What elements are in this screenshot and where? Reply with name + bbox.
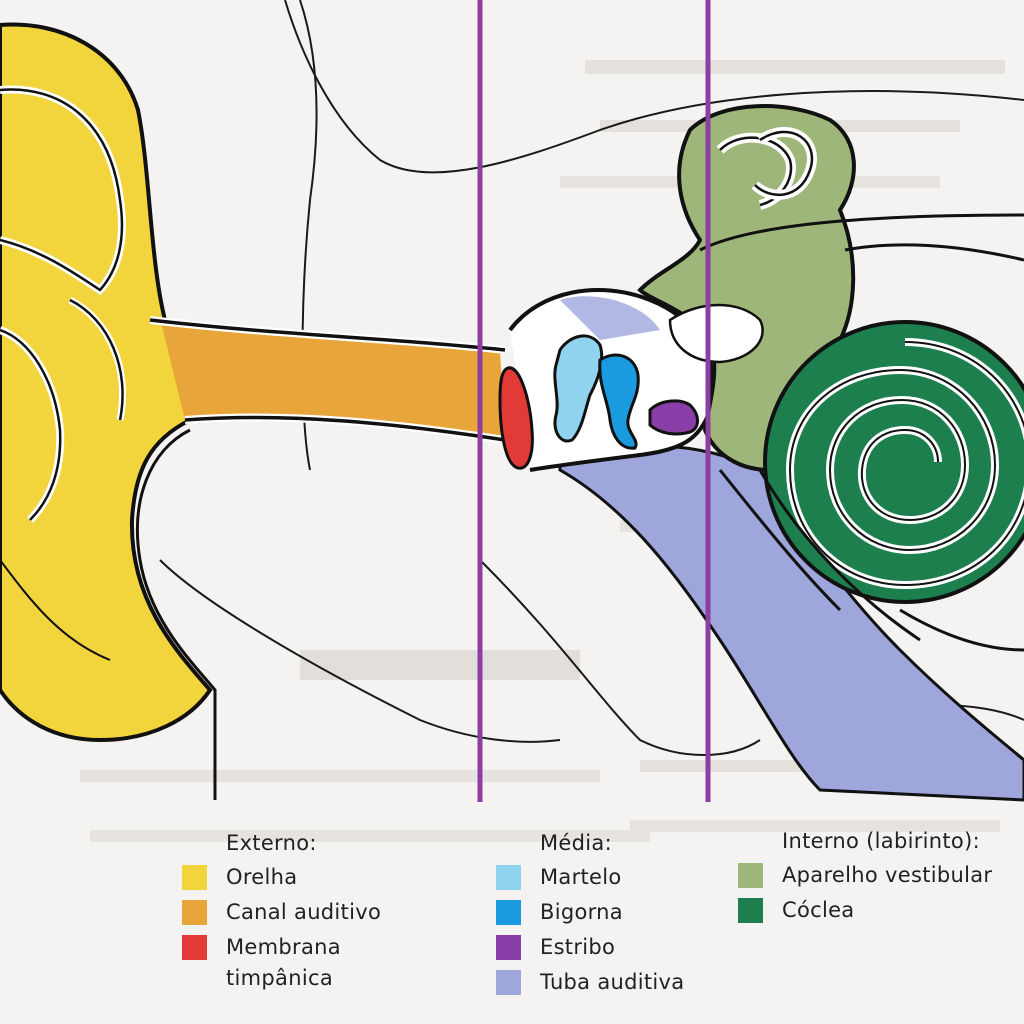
- legend-label-aparelho-vestibular: Aparelho vestibular: [782, 860, 992, 891]
- legend-heading-interno: Interno (labirinto):: [738, 826, 992, 856]
- swatch-tuba-auditiva: [496, 970, 521, 995]
- swatch-canal-auditivo: [182, 900, 207, 925]
- legend-item-coclea: Cóclea: [738, 895, 992, 926]
- swatch-coclea: [738, 898, 763, 923]
- legend-externo: Externo: Orelha Canal auditivo Membrana …: [182, 828, 381, 998]
- legend-label-tuba-auditiva: Tuba auditiva: [540, 967, 684, 998]
- legend-label-bigorna: Bigorna: [540, 897, 623, 928]
- legend-item-aparelho-vestibular: Aparelho vestibular: [738, 860, 992, 891]
- canal-auditivo-region: [137, 318, 505, 800]
- swatch-aparelho-vestibular: [738, 863, 763, 888]
- legend-interno: Interno (labirinto): Aparelho vestibular…: [738, 826, 992, 930]
- legend-label-membrana-timpanica: Membrana timpânica: [226, 932, 366, 994]
- legend-media: Média: Martelo Bigorna Estribo Tuba audi…: [496, 828, 684, 1002]
- swatch-estribo: [496, 935, 521, 960]
- swatch-bigorna: [496, 900, 521, 925]
- estribo-region: [650, 401, 698, 434]
- legend-item-martelo: Martelo: [496, 862, 684, 893]
- legend-item-estribo: Estribo: [496, 932, 684, 963]
- legend-label-coclea: Cóclea: [782, 895, 854, 926]
- legend-item-orelha: Orelha: [182, 862, 381, 893]
- legend-label-orelha: Orelha: [226, 862, 297, 893]
- legend-item-bigorna: Bigorna: [496, 897, 684, 928]
- legend-item-canal-auditivo: Canal auditivo: [182, 897, 381, 928]
- legend-label-martelo: Martelo: [540, 862, 622, 893]
- legend-item-membrana-timpanica: Membrana timpânica: [182, 932, 381, 994]
- swatch-membrana-timpanica: [182, 935, 207, 960]
- legend-label-canal-auditivo: Canal auditivo: [226, 897, 381, 928]
- legend-item-tuba-auditiva: Tuba auditiva: [496, 967, 684, 998]
- coclea-region: [765, 322, 1024, 602]
- swatch-orelha: [182, 865, 207, 890]
- legend-label-estribo: Estribo: [540, 932, 615, 963]
- swatch-martelo: [496, 865, 521, 890]
- legend-heading-media: Média:: [496, 828, 684, 858]
- legend-heading-externo: Externo:: [182, 828, 381, 858]
